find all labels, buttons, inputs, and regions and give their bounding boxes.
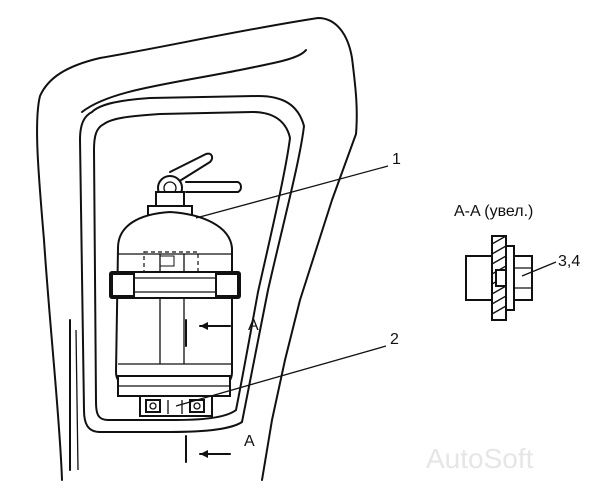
section-label-lower: A bbox=[244, 433, 255, 450]
callout-2: 2 bbox=[390, 331, 399, 348]
extinguisher-lever bbox=[169, 152, 214, 183]
leader-line-3-4 bbox=[521, 261, 557, 277]
callout-3-4: 3,4 bbox=[558, 253, 580, 270]
detail-title: A-A (увел.) bbox=[454, 203, 533, 220]
detail-section-view bbox=[465, 235, 533, 321]
section-label-upper: A bbox=[248, 317, 259, 334]
extinguisher-trigger bbox=[185, 181, 242, 193]
watermark: AutoSoft bbox=[426, 443, 534, 474]
panel-edge-left-thin bbox=[75, 329, 79, 471]
cab-panel-inner-curve bbox=[81, 49, 307, 113]
callout-1: 1 bbox=[392, 151, 401, 168]
leader-line-1 bbox=[195, 165, 389, 219]
compartment-frame-inner bbox=[93, 111, 291, 421]
leader-line-2 bbox=[175, 345, 387, 407]
compartment-frame-outer bbox=[79, 95, 305, 433]
cab-panel-outline bbox=[36, 17, 358, 481]
